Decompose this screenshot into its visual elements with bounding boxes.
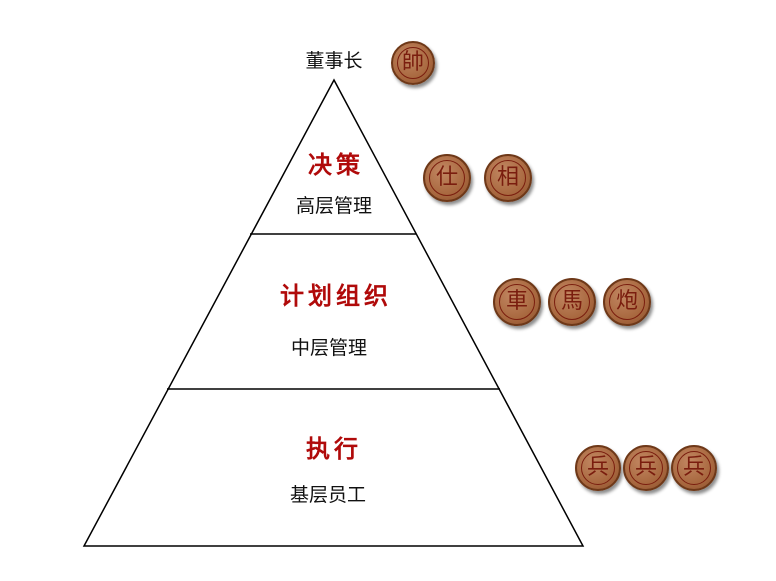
tier-title-execution: 执行 — [306, 434, 362, 463]
tier-subtitle-middle: 中层管理 — [290, 337, 368, 359]
chess-piece-glyph: 車 — [499, 284, 535, 320]
pyramid-triangle — [82, 78, 585, 547]
tier-subtitle-senior: 高层管理 — [295, 195, 373, 217]
chess-piece-bing-2: 兵 — [623, 445, 669, 491]
chess-piece-glyph: 兵 — [677, 451, 711, 485]
tier-title-planning: 计划组织 — [280, 281, 392, 310]
chess-piece-shi: 仕 — [423, 154, 471, 202]
chess-piece-glyph: 相 — [490, 160, 526, 196]
chess-piece-glyph: 馬 — [554, 284, 590, 320]
chess-piece-glyph: 帥 — [397, 47, 429, 79]
chess-piece-glyph: 兵 — [581, 451, 615, 485]
apex-label: 董事长 — [305, 50, 363, 72]
chess-piece-xiang: 相 — [484, 154, 532, 202]
chess-piece-ma: 馬 — [548, 278, 596, 326]
chess-piece-glyph: 炮 — [609, 284, 645, 320]
chess-piece-bing-1: 兵 — [575, 445, 621, 491]
tier-title-decision: 决策 — [308, 150, 364, 179]
chess-piece-pao: 炮 — [603, 278, 651, 326]
chess-piece-shuai: 帥 — [391, 41, 435, 85]
chess-piece-glyph: 仕 — [429, 160, 465, 196]
chess-piece-glyph: 兵 — [629, 451, 663, 485]
tier-subtitle-staff: 基层员工 — [289, 484, 367, 506]
chess-piece-bing-3: 兵 — [671, 445, 717, 491]
chess-piece-che: 車 — [493, 278, 541, 326]
